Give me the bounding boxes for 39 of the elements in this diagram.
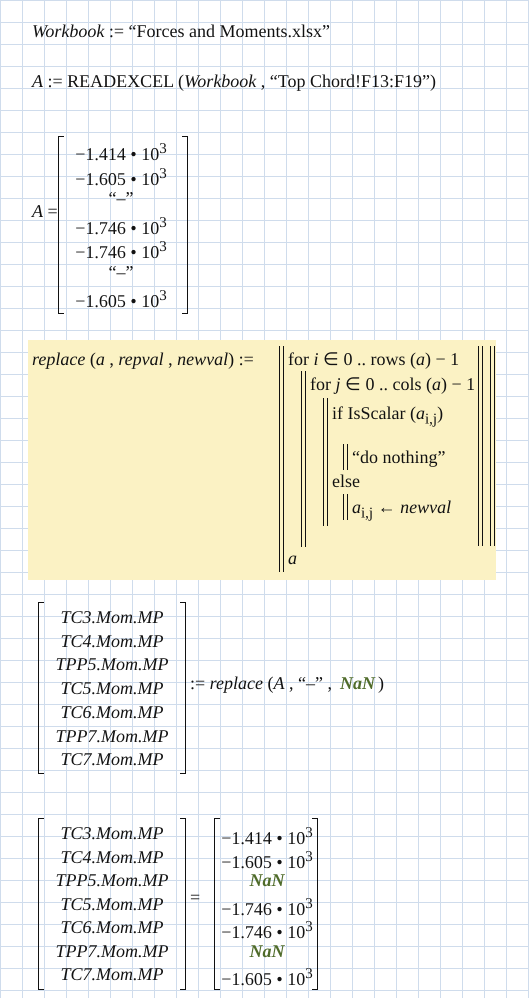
- return-value: a: [288, 547, 297, 569]
- variable-name: TC7.Mom.MP: [60, 963, 164, 985]
- variable-name: TPP5.Mom.MP: [54, 653, 170, 676]
- matrix-entry: −1.746 • 10$^{3}$: [74, 238, 168, 263]
- program-line: for i ∈ 0 .. rows (a) − 1: [288, 348, 460, 370]
- variable-name: TC5.Mom.MP: [60, 892, 164, 914]
- formula-text: := replace (A , “–” ,: [190, 672, 332, 694]
- variable-name: TC4.Mom.MP: [60, 846, 164, 868]
- formula-text: Workbook := “Forces and Moments.xlsx”: [32, 20, 330, 42]
- formula-text: ): [378, 672, 384, 694]
- variable-name: TPP7.Mom.MP: [54, 724, 170, 746]
- program-line: a$_{i,j}$ ← newval: [352, 496, 452, 524]
- matrix-entry: −1.605 • 10$^{3}$: [220, 965, 314, 990]
- program-line: for j ∈ 0 .. cols (a) − 1: [310, 373, 476, 395]
- matrix-entry: “–”: [108, 187, 134, 209]
- program-line: else: [332, 470, 360, 492]
- variable-name: TC7.Mom.MP: [60, 748, 164, 770]
- variable-name: TPP5.Mom.MP: [54, 869, 170, 891]
- matrix-entry: −1.605 • 10$^{3}$: [74, 287, 168, 312]
- constant-text: NaN: [340, 672, 375, 694]
- program-line: “do nothing”: [352, 446, 446, 468]
- matrix-entry: −1.414 • 10$^{3}$: [220, 824, 314, 849]
- formula-text: A =: [32, 200, 58, 222]
- matrix-entry: −1.746 • 10$^{3}$: [74, 214, 168, 238]
- matrix-entry: −1.605 • 10$^{3}$: [74, 164, 168, 190]
- function-definition: replace (a , repval , newval) :=: [32, 348, 254, 370]
- formula-text: A := READEXCEL (Workbook , “Top Chord!F13:F19”): [32, 70, 436, 92]
- variable-name: TC3.Mom.MP: [60, 822, 164, 844]
- matrix-entry: −1.414 • 10$^{3}$: [74, 140, 168, 165]
- variable-name: TC3.Mom.MP: [60, 606, 164, 628]
- variable-name: TC6.Mom.MP: [60, 700, 164, 723]
- equals-sign: =: [190, 886, 200, 908]
- program-line: if IsScalar (a$_{i,j}$): [332, 402, 444, 430]
- matrix-entry: “–”: [108, 260, 134, 282]
- variable-name: TC4.Mom.MP: [60, 630, 164, 652]
- matrix-entry: −1.746 • 10$^{3}$: [220, 894, 314, 920]
- variable-name: TPP7.Mom.MP: [54, 940, 170, 962]
- variable-name: TC6.Mom.MP: [60, 916, 164, 938]
- variable-name: TC5.Mom.MP: [60, 677, 164, 700]
